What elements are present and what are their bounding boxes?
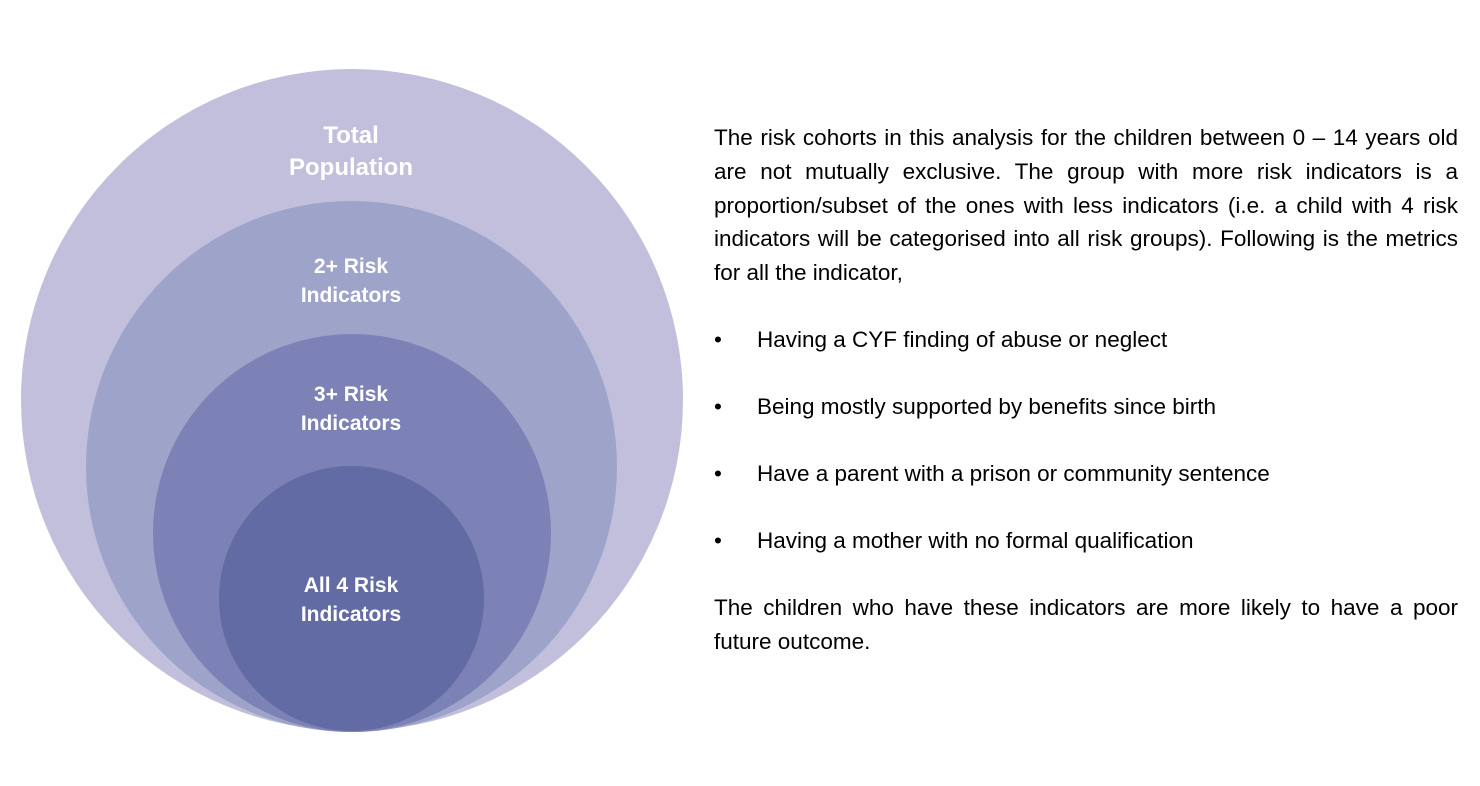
list-item: • Being mostly supported by benefits sin…	[714, 390, 1458, 424]
indicator-list: • Having a CYF finding of abuse or negle…	[714, 323, 1458, 558]
label-line: Population	[289, 154, 413, 181]
label-line: 2+ Risk	[313, 255, 389, 278]
outro-paragraph: The children who have these indicators a…	[714, 594, 1458, 654]
list-item: • Having a CYF finding of abuse or negle…	[714, 323, 1458, 357]
indicator-text: Having a CYF finding of abuse or neglect	[757, 326, 1168, 352]
three-plus-risk-label: 3+ Risk Indicators	[211, 380, 491, 438]
two-plus-risk-label: 2+ Risk Indicators	[211, 252, 491, 310]
intro-paragraph: The risk cohorts in this analysis for th…	[714, 125, 1458, 286]
indicator-text: Have a parent with a prison or community…	[757, 460, 1270, 486]
indicator-text: Having a mother with no formal qualifica…	[757, 527, 1194, 553]
label-line: Indicators	[300, 284, 402, 307]
label-line: All 4 Risk	[303, 574, 399, 597]
label-line: Total	[323, 122, 379, 149]
all-four-risk-circle	[219, 466, 484, 731]
list-item: • Having a mother with no formal qualifi…	[714, 524, 1458, 558]
label-line: Indicators	[300, 603, 402, 626]
bullet-icon: •	[714, 527, 722, 553]
label-line: 3+ Risk	[313, 383, 389, 406]
list-item: • Have a parent with a prison or communi…	[714, 457, 1458, 491]
all-four-risk-label: All 4 Risk Indicators	[211, 571, 491, 629]
bullet-icon: •	[714, 326, 722, 352]
bullet-icon: •	[714, 393, 722, 419]
nested-risk-diagram: Total Population 2+ Risk Indicators 3+ R…	[0, 0, 700, 786]
total-population-label: Total Population	[211, 120, 491, 184]
bullet-icon: •	[714, 460, 722, 486]
description-panel: The risk cohorts in this analysis for th…	[714, 121, 1458, 659]
label-line: Indicators	[300, 412, 402, 435]
indicator-text: Being mostly supported by benefits since…	[757, 393, 1216, 419]
